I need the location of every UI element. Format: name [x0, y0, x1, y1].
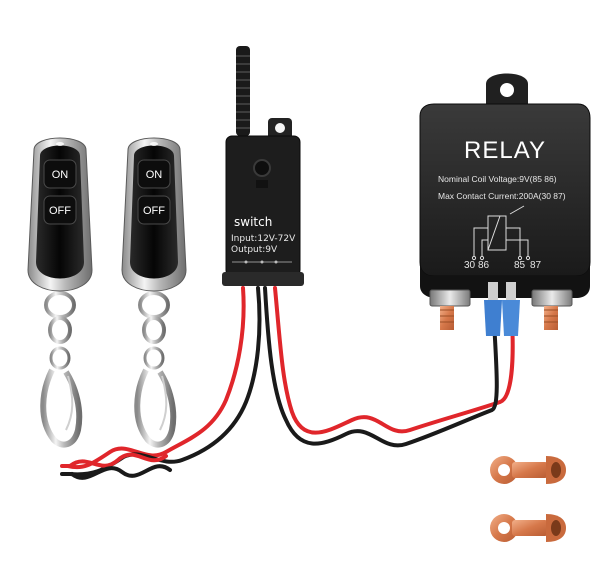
spade-connector-icon — [484, 282, 520, 336]
red-wire-right — [273, 286, 515, 435]
on-button[interactable] — [43, 159, 77, 189]
on-button[interactable] — [137, 159, 171, 189]
black-wire-right — [263, 286, 499, 448]
red-wire-twist — [68, 452, 168, 468]
terminal-stud-87 — [531, 289, 573, 330]
ring-terminal-1 — [490, 456, 566, 484]
off-button-label: OFF — [49, 205, 71, 217]
relay-pin-30: 30 — [464, 260, 476, 271]
relay-unit: RELAY Nominal Coil Voltage:9V(85 86) Max… — [419, 73, 591, 336]
switch-input-spec: Input:12V-72V — [231, 234, 296, 244]
antenna-icon — [236, 46, 250, 136]
red-wire-left — [66, 286, 246, 470]
wire-harness — [60, 286, 515, 480]
relay-pin-86: 86 — [478, 260, 490, 271]
terminal-stud-30 — [429, 289, 471, 330]
off-button[interactable] — [43, 195, 77, 225]
ring-terminal-2 — [490, 514, 566, 542]
keychain-clip-icon — [134, 291, 177, 448]
switch-title: switch — [234, 215, 272, 229]
remote-control-2: ON OFF — [121, 137, 187, 448]
mounting-hole-icon — [500, 83, 514, 97]
receiver-switch-module: switch Input:12V-72V Output:9V — [222, 46, 304, 286]
black-wire-twist — [70, 464, 172, 480]
relay-contact-current: Max Contact Current:200A(30 87) — [438, 191, 566, 201]
relay-title: RELAY — [464, 137, 546, 164]
learn-button[interactable] — [253, 159, 271, 177]
relay-pin-87: 87 — [530, 260, 542, 271]
remote-control-1: ON OFF — [27, 137, 93, 448]
switch-output-spec: Output:9V — [231, 245, 278, 255]
relay-pin-85: 85 — [514, 260, 526, 271]
relay-schematic-icon — [471, 205, 531, 261]
on-button-label: ON — [146, 169, 163, 181]
relay-coil-voltage: Nominal Coil Voltage:9V(85 86) — [438, 174, 557, 184]
off-button[interactable] — [137, 195, 171, 225]
on-button-label: ON — [52, 169, 69, 181]
keychain-clip-icon — [40, 291, 83, 448]
off-button-label: OFF — [143, 205, 165, 217]
